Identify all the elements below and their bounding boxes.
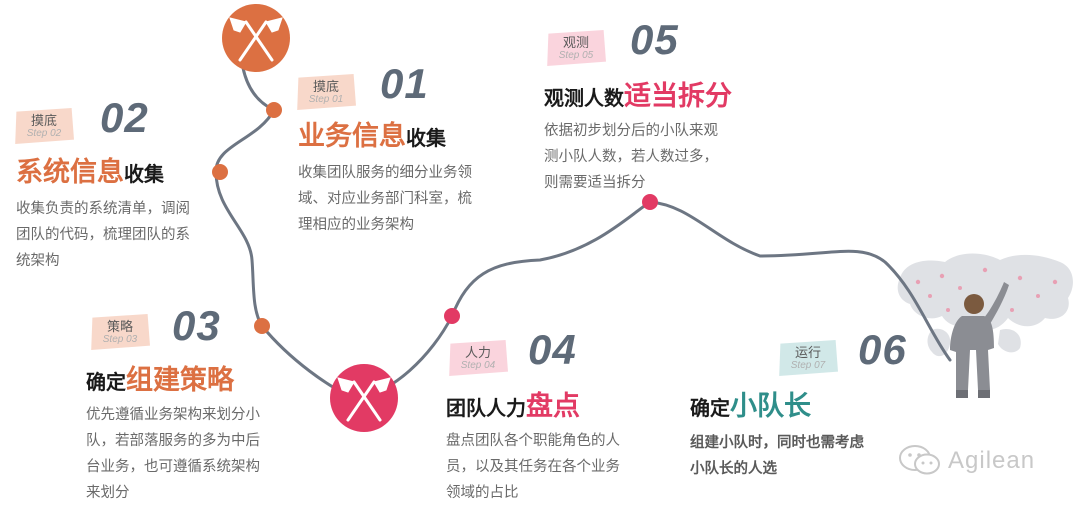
- step-desc: 收集负责的系统清单，调阅 团队的代码，梳理团队的系 统架构: [16, 201, 190, 269]
- watermark: Agilean: [898, 443, 1058, 477]
- step-tag-sub: Step 02: [26, 128, 62, 139]
- step-title: 系统信息收集: [16, 157, 164, 188]
- step-number: 02: [100, 94, 149, 141]
- person-icon: [950, 282, 1009, 398]
- step-title: 确定组建策略: [86, 365, 234, 396]
- milestone-dot-02: [212, 164, 228, 180]
- step-number: 03: [172, 302, 221, 349]
- step-title: 业务信息收集: [298, 121, 446, 152]
- watermark-text: Agilean: [948, 447, 1036, 474]
- step-title: 确定小队长: [690, 391, 811, 422]
- step-tag-bg: [449, 340, 508, 376]
- crossed-flags-icon: [330, 364, 398, 432]
- step-tag-label: 摸底: [30, 113, 57, 128]
- milestone-dot-01: [266, 102, 282, 118]
- step-desc: 依据初步划分后的小队来观 测小队人数，若人数过多， 则需要适当拆分: [544, 123, 718, 191]
- step-desc: 收集团队服务的细分业务领 域、对应业务部门科室，梳 理相应的业务架构: [298, 165, 472, 233]
- step-desc: 盘点团队各个职能角色的人 员，以及其任务在各个业务 领域的占比: [446, 433, 620, 501]
- crossed-flags-icon: [222, 4, 290, 72]
- step-tag-sub: Step 01: [308, 94, 344, 105]
- step-tag-label: 摸底: [312, 79, 339, 94]
- step-tag-label: 运行: [794, 345, 821, 360]
- step-number: 05: [630, 16, 679, 63]
- step-tag-bg: [297, 74, 356, 110]
- milestone-dot-04: [444, 308, 460, 324]
- step-desc: 优先遵循业务架构来划分小 队，若部落服务的多为中后 台业务，也可遵循系统架构 来…: [86, 407, 260, 501]
- wechat-icon: [899, 445, 940, 475]
- step-tag-bg: [15, 108, 74, 144]
- step-number: 04: [528, 326, 577, 373]
- step-title: 团队人力盘点: [446, 391, 580, 422]
- step-tag-label: 观测: [562, 35, 589, 50]
- step-title: 观测人数适当拆分: [544, 81, 732, 112]
- step-tag-sub: Step 07: [790, 360, 826, 371]
- step-tag-sub: Step 05: [558, 50, 594, 61]
- step-tag-bg: [91, 314, 150, 350]
- step-number: 01: [380, 60, 429, 107]
- milestone-dot-03: [254, 318, 270, 334]
- milestone-dot-05: [642, 194, 658, 210]
- step-tag-sub: Step 03: [102, 334, 138, 345]
- step-tag-bg: [779, 340, 838, 376]
- step-tag-sub: Step 04: [460, 360, 496, 371]
- step-tag-label: 人力: [464, 345, 491, 360]
- step-tag-bg: [547, 30, 606, 66]
- step-number: 06: [858, 326, 907, 373]
- step-tag-label: 策略: [106, 319, 133, 334]
- step-desc: 组建小队时，同时也需考虑 小队长的人选: [690, 435, 864, 477]
